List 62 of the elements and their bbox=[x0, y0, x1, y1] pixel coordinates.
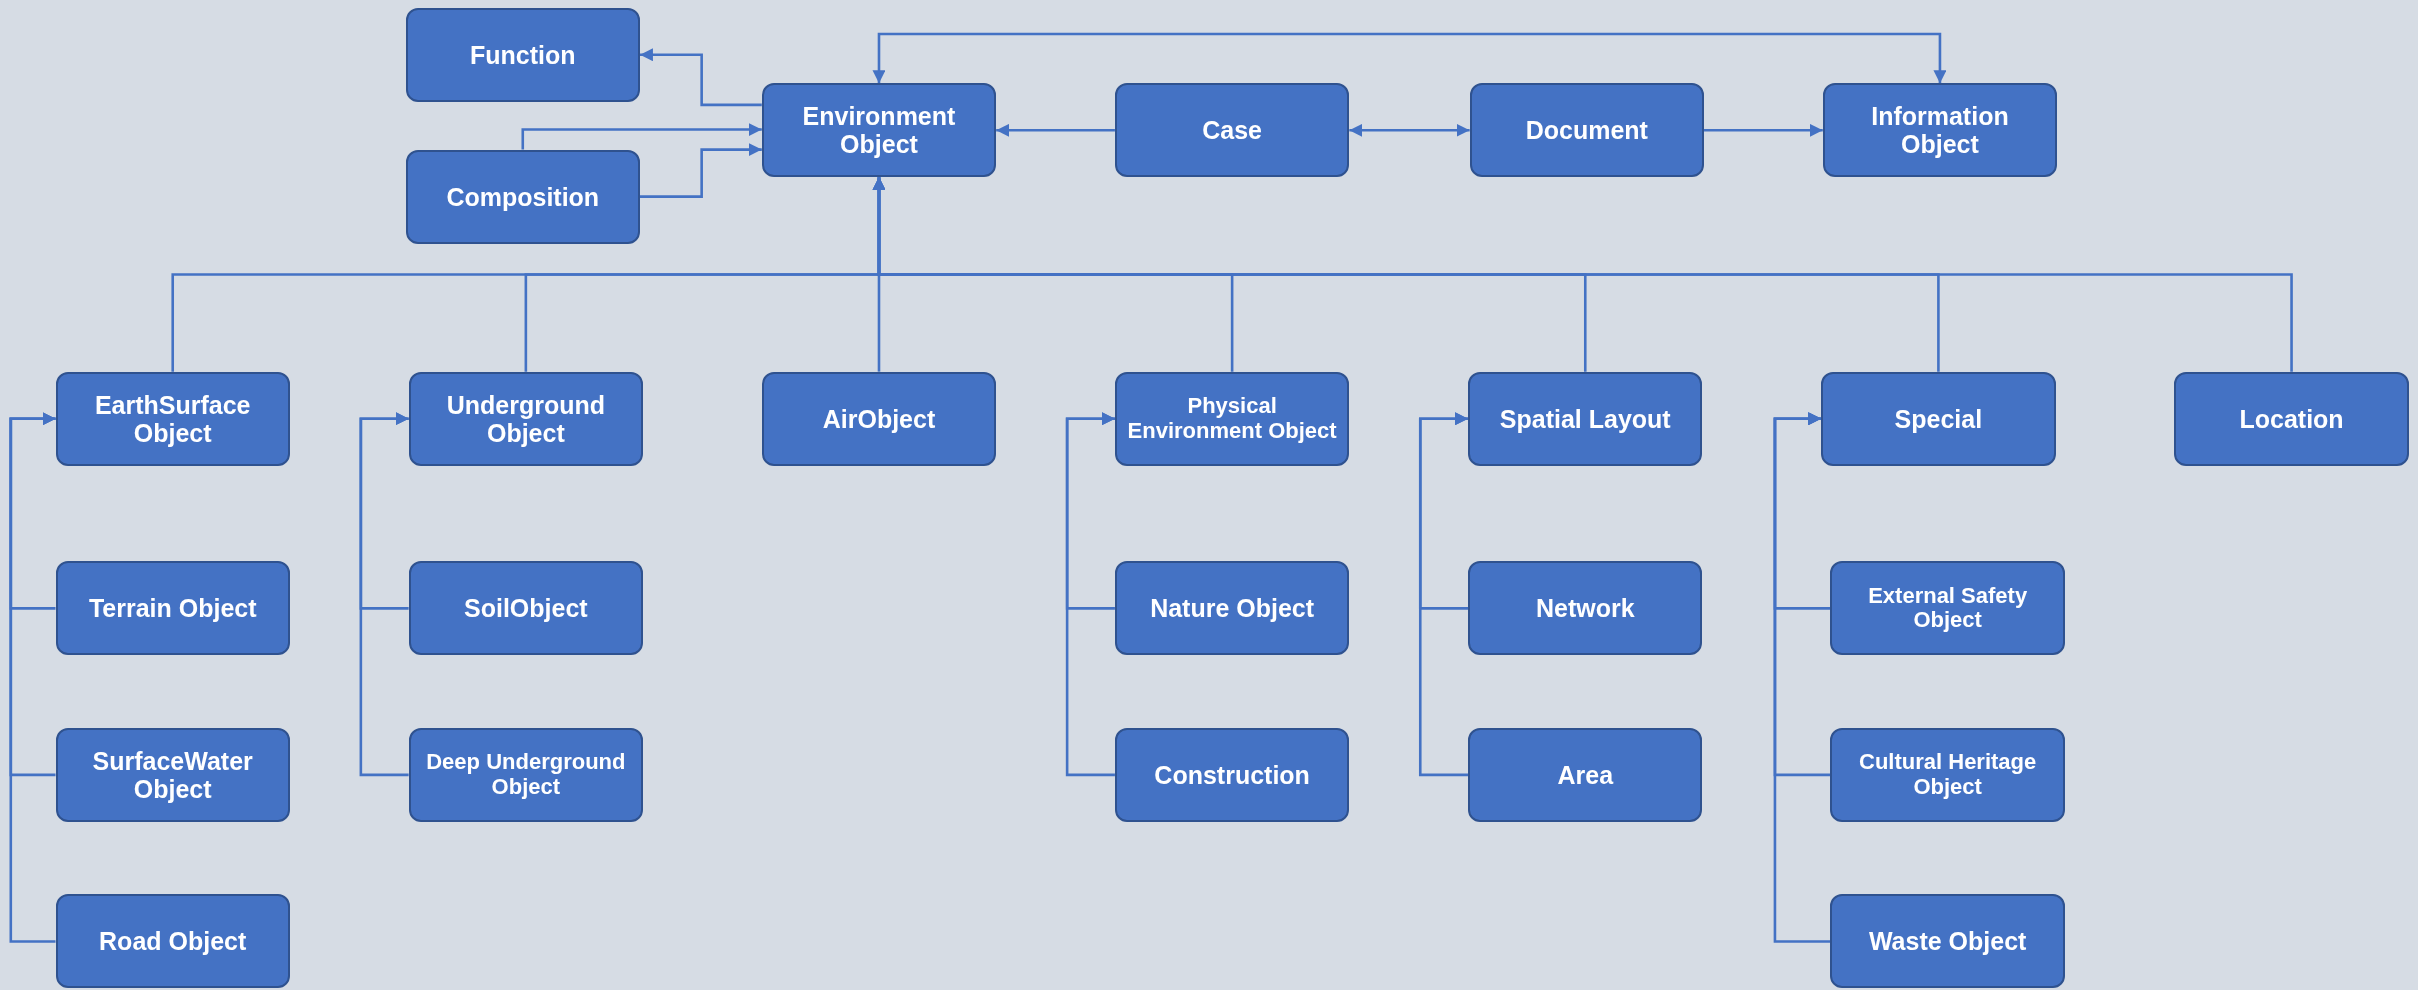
box-label: Area bbox=[1556, 760, 1615, 789]
box-label: Physical Environment Object bbox=[1126, 394, 1338, 444]
arrow bbox=[1065, 412, 1115, 777]
arrow bbox=[359, 412, 409, 777]
class-box bbox=[408, 727, 644, 822]
class-box bbox=[1468, 561, 1703, 656]
arrow bbox=[1349, 123, 1470, 137]
class-box bbox=[1114, 83, 1350, 178]
class-box bbox=[55, 894, 290, 989]
class-box bbox=[55, 561, 290, 656]
class-box bbox=[1469, 83, 1704, 178]
arrow bbox=[1418, 412, 1469, 777]
class-box bbox=[55, 371, 290, 466]
box-label: Network bbox=[1534, 594, 1636, 623]
class-box bbox=[408, 371, 644, 466]
class-box bbox=[761, 83, 997, 178]
arrow bbox=[996, 123, 1115, 137]
box-label: Construction bbox=[1153, 760, 1311, 789]
class-box bbox=[405, 7, 640, 102]
class-box bbox=[1830, 727, 2065, 822]
class-box bbox=[1114, 727, 1350, 822]
class-box bbox=[1830, 894, 2065, 989]
class-box bbox=[1821, 371, 2056, 466]
box-label: Road Object bbox=[98, 927, 248, 956]
box-label: SurfaceWater Object bbox=[91, 746, 254, 803]
box-label: Special bbox=[1893, 404, 1984, 433]
box-label: Spatial Layout bbox=[1498, 404, 1672, 433]
box-label: Nature Object bbox=[1149, 594, 1316, 623]
box-label: EarthSurface Object bbox=[93, 390, 252, 447]
box-label: AirObject bbox=[821, 404, 937, 433]
class-box bbox=[405, 149, 640, 244]
arrow bbox=[872, 32, 1947, 84]
box-label: External Safety Object bbox=[1867, 583, 2029, 633]
arrow bbox=[639, 48, 762, 107]
box-label: Deep Underground Object bbox=[425, 750, 627, 800]
class-box bbox=[1468, 371, 1703, 466]
box-label: SoilObject bbox=[463, 594, 589, 623]
box-label: Function bbox=[469, 40, 577, 69]
box-label: Information Object bbox=[1870, 102, 2010, 159]
box-label: Underground Object bbox=[445, 390, 606, 447]
class-box bbox=[55, 727, 290, 822]
arrow bbox=[639, 143, 762, 198]
box-label: Location bbox=[2238, 404, 2345, 433]
class-box bbox=[1830, 561, 2065, 656]
box-label: Case bbox=[1201, 116, 1263, 145]
box-label: Waste Object bbox=[1867, 927, 2028, 956]
box-label: Environment Object bbox=[801, 102, 957, 159]
class-box bbox=[761, 371, 997, 466]
class-box bbox=[1822, 83, 2058, 178]
class-box bbox=[408, 561, 644, 656]
class-box bbox=[2174, 371, 2409, 466]
box-label: Cultural Heritage Object bbox=[1858, 750, 2038, 800]
class-box bbox=[1114, 371, 1350, 466]
box-label: Composition bbox=[445, 182, 601, 211]
class-box bbox=[1114, 561, 1350, 656]
arrow bbox=[1773, 412, 1831, 943]
box-label: Document bbox=[1524, 116, 1649, 145]
arrow bbox=[1704, 123, 1823, 137]
class-box bbox=[1468, 727, 1703, 822]
box-label: Terrain Object bbox=[87, 594, 258, 623]
arrow bbox=[9, 412, 56, 943]
arrow bbox=[521, 123, 762, 150]
